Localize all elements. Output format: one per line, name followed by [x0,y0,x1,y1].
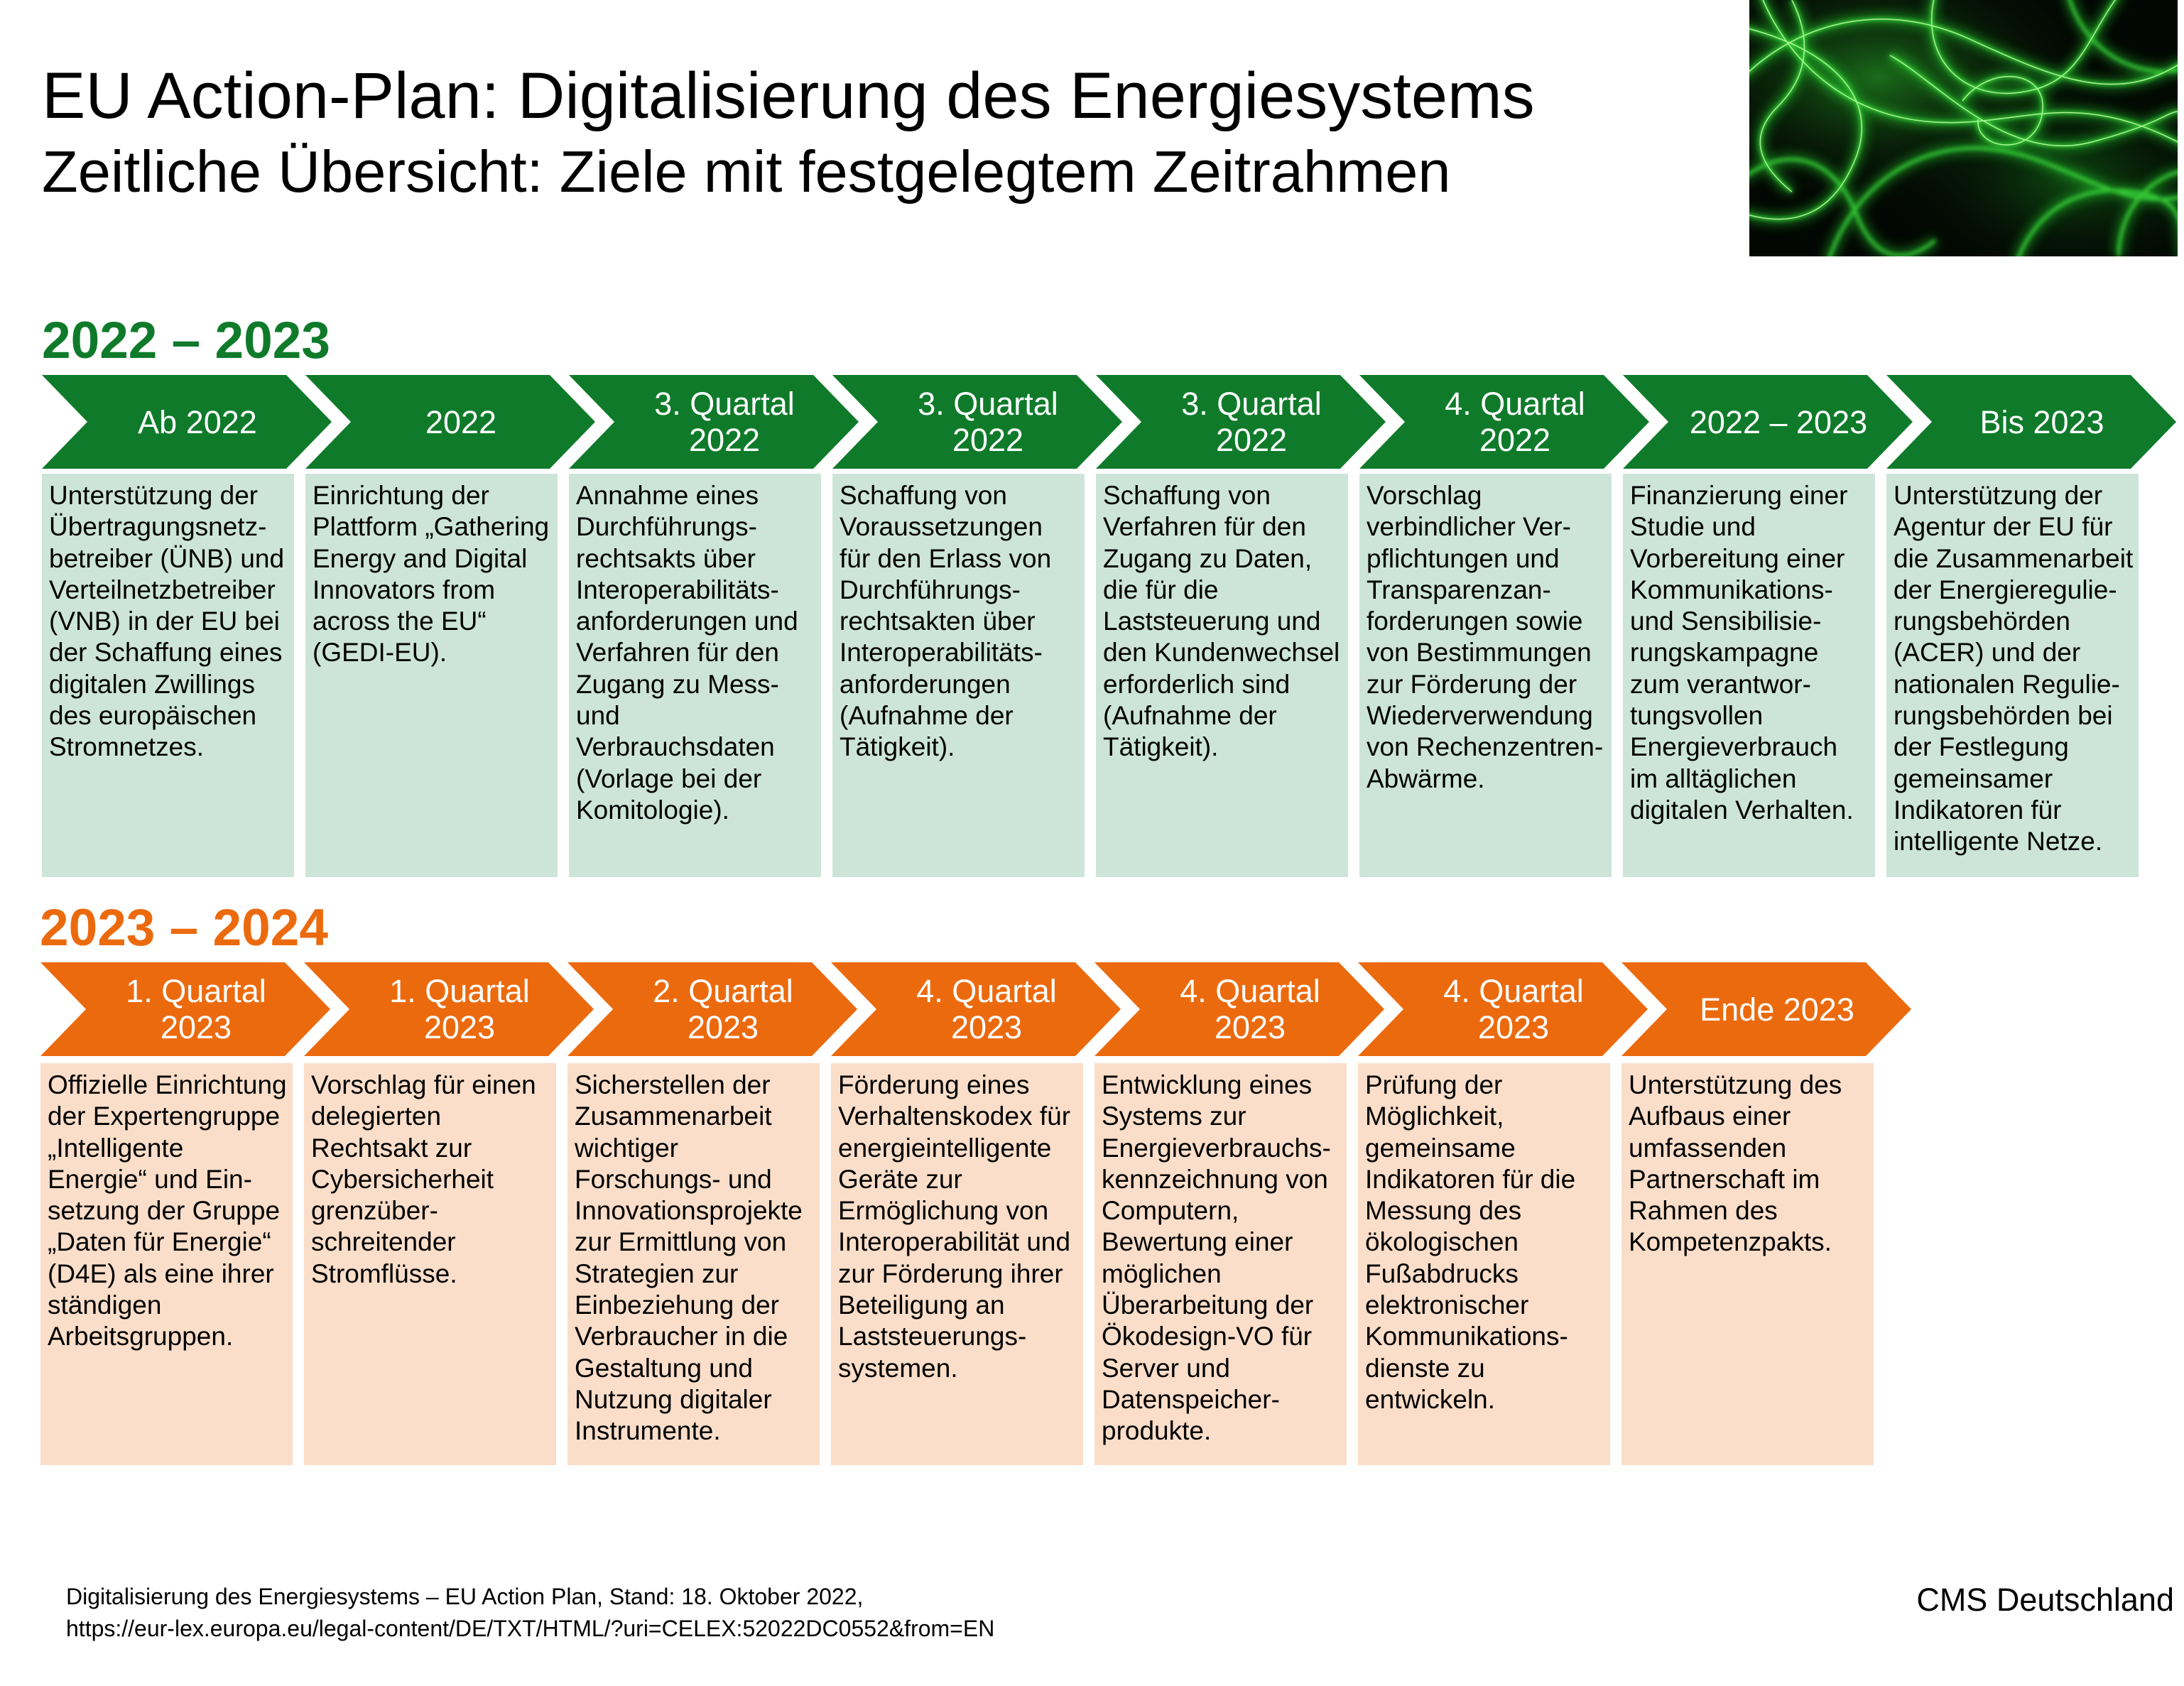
period-label: 2. Quartal 2023 [653,973,793,1045]
period-arrow: 2. Quartal 2023 [567,962,857,1056]
goal-description: Offizielle Einrichtung der Expertengrupp… [40,1063,293,1465]
goal-description: Finanzierung einer Studie und Vorbereitu… [1623,474,1875,877]
period-label: Bis 2023 [1979,403,2104,440]
period-arrow: 3. Quartal 2022 [832,375,1122,469]
timeline-heading: 2023 – 2024 [40,899,328,957]
slide-subtitle: Zeitliche Übersicht: Ziele mit festgeleg… [42,138,1451,205]
period-arrow: 2022 [305,375,595,469]
goal-description: Unterstützung der Agentur der EU für die… [1886,474,2139,877]
period-arrow: 4. Quartal 2023 [831,962,1121,1056]
goal-description: Einrichtung der Plattform „Gathering Ene… [305,474,558,877]
goal-description: Vorschlag für einen delegierten Rechtsak… [304,1063,556,1465]
period-label: 3. Quartal 2022 [918,386,1058,458]
source-line: Digitalisierung des Energiesystems – EU … [66,1584,864,1609]
period-arrow: Bis 2023 [1886,375,2176,469]
goal-description: Förderung eines Verhaltenskodex für ener… [831,1063,1083,1465]
period-arrow: 4. Quartal 2023 [1094,962,1384,1056]
period-arrow: 2022 – 2023 [1623,375,1913,469]
period-label: 1. Quartal 2023 [389,973,530,1045]
goal-description: Prüfung der Möglichkeit, gemeinsame Indi… [1358,1063,1610,1465]
period-label: 4. Quartal 2023 [1443,973,1584,1045]
goal-description: Sicherstellen der Zusammenarbeit wichtig… [567,1063,820,1465]
green-fractal-artwork [1749,0,2178,256]
period-label: 2022 – 2023 [1689,403,1868,440]
period-label: 2022 [425,403,497,440]
period-arrow: 3. Quartal 2022 [569,375,859,469]
period-label: 1. Quartal 2023 [126,973,266,1045]
timeline-heading: 2022 – 2023 [42,312,330,369]
goal-description: Schaffung von Verfahren für den Zugang z… [1096,474,1348,877]
period-arrow: 4. Quartal 2022 [1359,375,1649,469]
goal-description: Vorschlag verbindlicher Ver- pflichtunge… [1359,474,1612,877]
period-label: 4. Quartal 2022 [1445,386,1585,458]
period-label: 4. Quartal 2023 [1180,973,1320,1045]
period-label: 4. Quartal 2023 [916,973,1057,1045]
source-url: https://eur-lex.europa.eu/legal-content/… [66,1616,995,1641]
goal-description: Entwicklung eines Systems zur Energiever… [1094,1063,1347,1465]
period-label: Ab 2022 [138,403,257,440]
goal-description: Unterstützung der Übertragungsnetz- betr… [42,474,294,877]
period-arrow: 3. Quartal 2022 [1096,375,1386,469]
period-arrow: 1. Quartal 2023 [304,962,594,1056]
brand-name: CMS Deutschland [1916,1582,2174,1618]
slide-title: EU Action-Plan: Digitalisierung des Ener… [42,60,1535,132]
goal-description: Annahme eines Durchführungs- rechtsakts … [569,474,821,877]
period-arrow: Ende 2023 [1621,962,1911,1056]
fractal-header-image [1749,0,2178,256]
source-citation: Digitalisierung des Energiesystems – EU … [66,1581,994,1645]
period-arrow: 4. Quartal 2023 [1358,962,1648,1056]
goal-description: Unterstützung des Aufbaus einer umfassen… [1621,1063,1874,1465]
goal-description: Schaffung von Voraussetzungen für den Er… [832,474,1085,877]
period-label: Ende 2023 [1700,991,1854,1028]
period-label: 3. Quartal 2022 [1181,386,1322,458]
period-label: 3. Quartal 2022 [654,386,795,458]
period-arrow: Ab 2022 [42,375,332,469]
period-arrow: 1. Quartal 2023 [40,962,330,1056]
